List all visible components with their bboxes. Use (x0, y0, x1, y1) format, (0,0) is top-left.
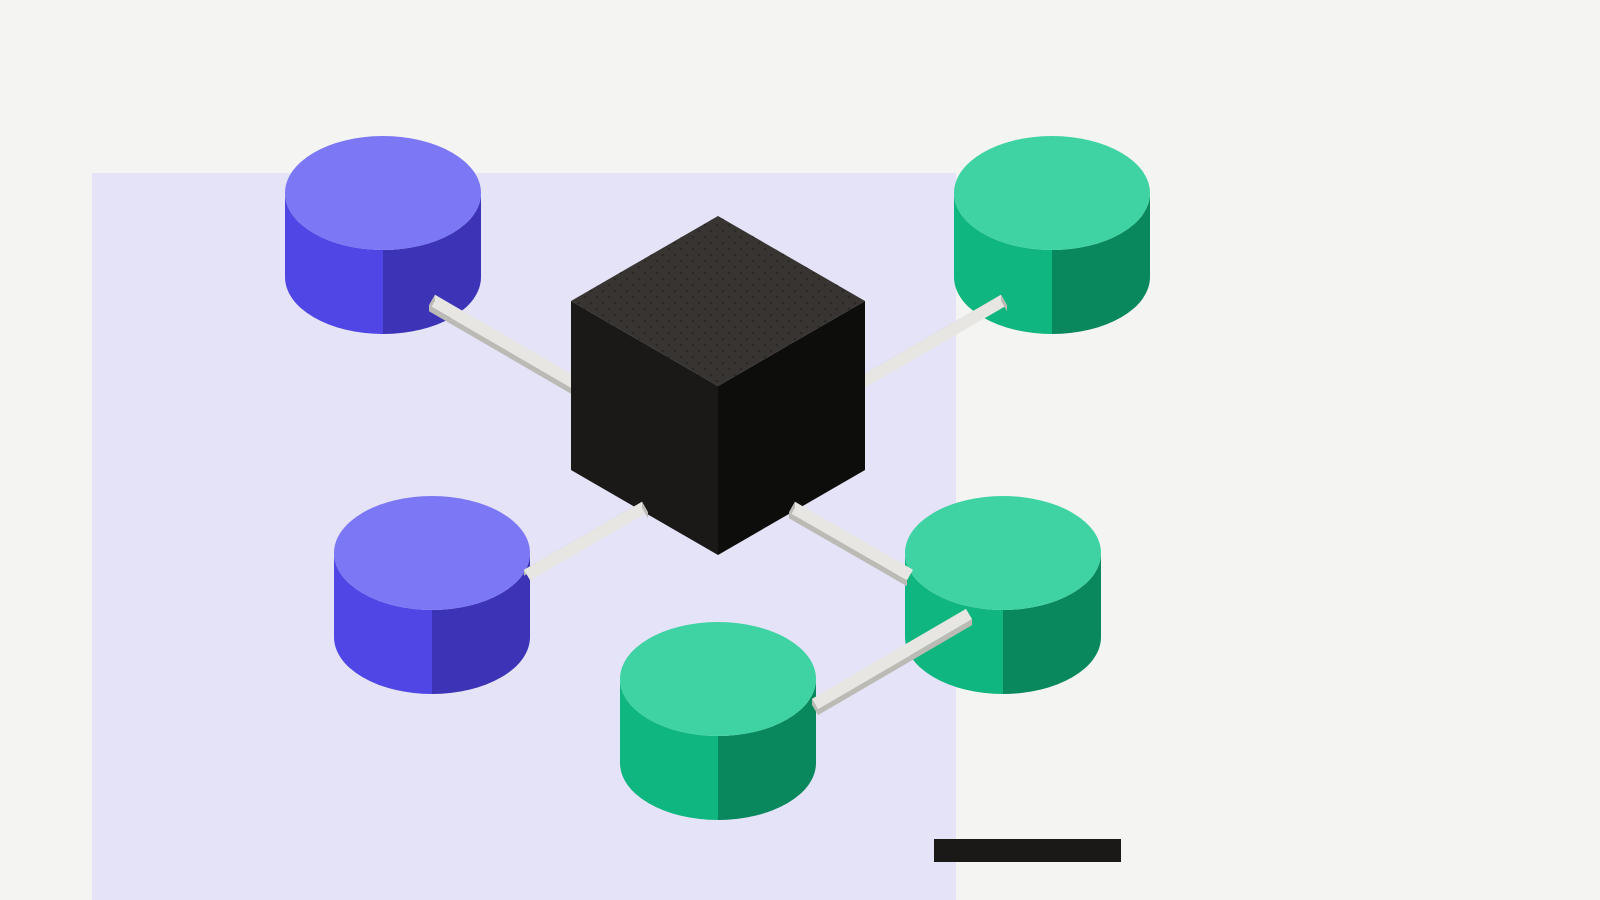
central-hub-cube (571, 216, 865, 555)
connector-top-left (428, 294, 584, 398)
database-green-top-right (954, 136, 1150, 334)
connector-bottom-to-right (811, 608, 973, 716)
connector-bottom-right (789, 501, 913, 587)
connector-top-right (852, 294, 1008, 392)
database-green-bottom (620, 622, 816, 820)
database-violet-top-left (285, 136, 481, 334)
database-green-mid-right (905, 496, 1101, 694)
caption-bar (934, 839, 1121, 862)
connector-bottom-left (524, 501, 648, 581)
database-violet-bottom-left (334, 496, 530, 694)
